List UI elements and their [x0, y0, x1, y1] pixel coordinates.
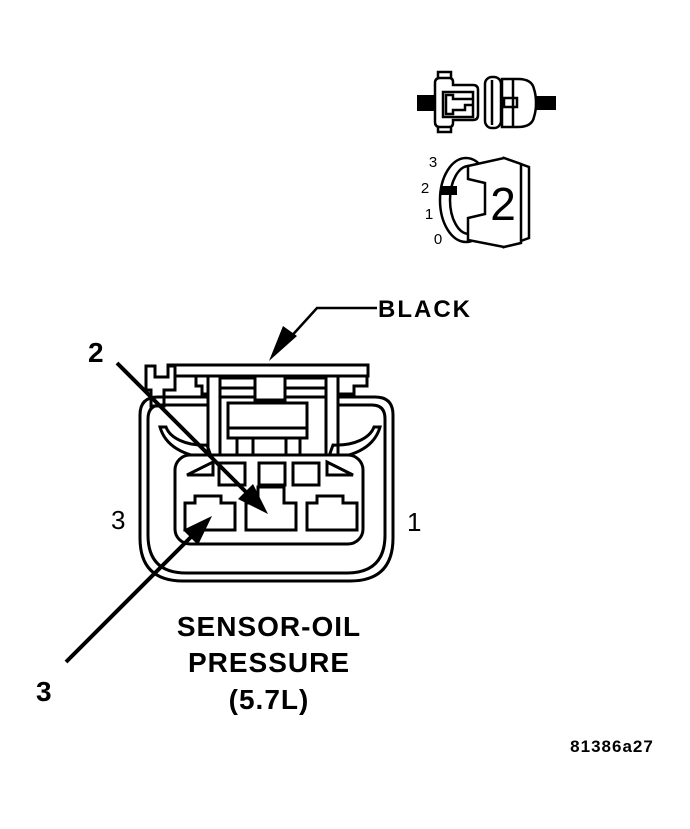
index-slot-2	[257, 461, 287, 487]
wire-stub-right	[536, 96, 556, 110]
index-slot-1	[217, 461, 247, 487]
body-outline-outer	[138, 395, 395, 583]
terminal-fork	[444, 93, 472, 116]
gauge-tick-mark	[441, 186, 457, 195]
latch-top-bar	[166, 363, 370, 378]
terminal-cavity-1	[305, 494, 359, 532]
figure-code: 81386a27	[570, 737, 654, 756]
connector-color-label: BLACK	[378, 296, 472, 323]
component-caption: SENSOR-OIL PRESSURE (5.7L)	[177, 611, 361, 715]
face-right-pin-label: 1	[407, 507, 421, 537]
body-wing-right	[325, 425, 382, 461]
gauge-scale-2: 2	[421, 180, 429, 197]
connector-half-left-body	[433, 76, 480, 129]
connector-half-right-body	[500, 77, 538, 129]
body-outline-inner	[146, 403, 387, 575]
latch-center-lock-tab	[253, 374, 287, 402]
latch-rail-left	[206, 374, 222, 458]
black-leader-line	[287, 306, 377, 341]
mated-connector-side-view	[417, 70, 556, 134]
gauge-size-number: 2	[490, 178, 516, 230]
black-arrowhead	[269, 326, 297, 361]
wire-stub-left	[417, 95, 436, 111]
latch-right-tab	[336, 374, 369, 396]
gauge-scale-0: 0	[434, 231, 442, 248]
gauge-scale-1: 1	[425, 206, 433, 223]
caption-line-3: (5.7L)	[229, 684, 310, 715]
terminal-gauge-drawing: 3 2 1 0 2	[421, 154, 531, 249]
terminal-outline	[441, 90, 475, 119]
caption-line-1: SENSOR-OIL	[177, 611, 361, 642]
cavity-block	[173, 453, 365, 546]
pin3-leader-line	[64, 531, 197, 664]
corner-wedge-right	[325, 459, 354, 477]
terminal-slot	[502, 96, 519, 109]
connector-face-drawing	[138, 363, 395, 583]
latch-inner-box	[226, 401, 309, 430]
pin3-arrowhead	[183, 516, 212, 545]
latch-foot-block	[235, 436, 302, 457]
gauge-key-face	[466, 156, 523, 249]
face-left-pin-label: 3	[111, 505, 125, 535]
gauge-scale-3: 3	[429, 154, 437, 171]
latch-left-step	[194, 374, 210, 396]
index-slot-3	[291, 461, 321, 487]
pin2-leader-line	[115, 361, 249, 495]
pin3-callout-label: 3	[36, 676, 53, 707]
pin2-arrowhead	[238, 484, 268, 514]
pin2-callout-label: 2	[88, 337, 105, 368]
caption-line-2: PRESSURE	[188, 647, 350, 678]
callouts: BLACK 2 3 3 1	[36, 296, 472, 707]
latch-left-tab	[144, 364, 177, 408]
body-wing-left	[158, 425, 215, 461]
corner-wedge-left	[186, 459, 215, 477]
